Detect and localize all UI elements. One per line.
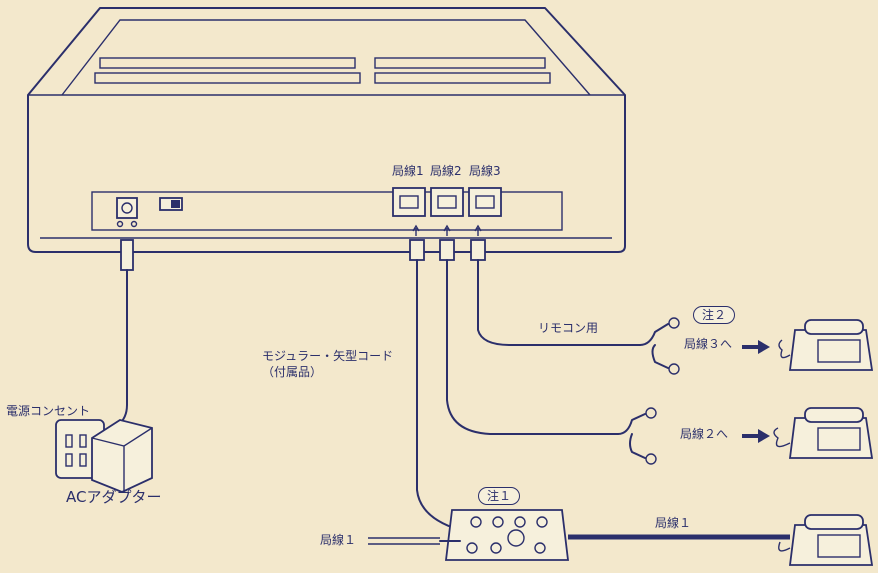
arrow-line2-icon <box>742 429 770 443</box>
label-to-line3: 局線３へ <box>684 338 732 350</box>
label-modular-cord: モジュラー・矢型コード <box>262 350 393 362</box>
label-line3-port: 局線3 <box>469 165 501 177</box>
label-ac-adapter: ACアダプター <box>66 490 161 505</box>
plug-line3-icon <box>471 226 485 260</box>
note1-badge: 注１ <box>478 487 520 505</box>
label-line1-right: 局線１ <box>655 517 691 529</box>
ac-cord <box>118 240 133 425</box>
label-line1-left: 局線１ <box>320 534 356 546</box>
incoming-line1 <box>368 538 440 544</box>
main-unit <box>28 8 625 252</box>
switch-icon <box>160 198 182 210</box>
jack-line3-icon <box>469 188 501 216</box>
vent-left <box>95 58 360 83</box>
label-line1-port: 局線1 <box>392 165 424 177</box>
note2-badge: 注２ <box>693 306 735 324</box>
jack-line1-icon <box>393 188 425 216</box>
jack-line2-icon <box>431 188 463 216</box>
arrow-line3-icon <box>742 340 770 354</box>
plug-line2-icon <box>440 226 454 260</box>
label-outlet: 電源コンセント <box>6 405 90 417</box>
telephone-line1-icon <box>779 515 872 565</box>
telephone-line2-icon <box>774 408 872 458</box>
vent-right <box>375 58 550 83</box>
splitter-line2-icon <box>618 408 656 464</box>
cord-line2 <box>447 260 618 434</box>
label-remote-use: リモコン用 <box>538 322 598 334</box>
splitter-line3-icon <box>640 318 679 374</box>
label-to-line2: 局線２へ <box>680 428 728 440</box>
dc-jack-icon <box>117 198 137 227</box>
label-line2-port: 局線2 <box>430 165 462 177</box>
label-included: （付属品） <box>262 366 322 378</box>
plug-line1-icon <box>410 226 424 260</box>
junction-box-icon <box>446 510 568 560</box>
telephone-line3-icon <box>779 320 872 370</box>
